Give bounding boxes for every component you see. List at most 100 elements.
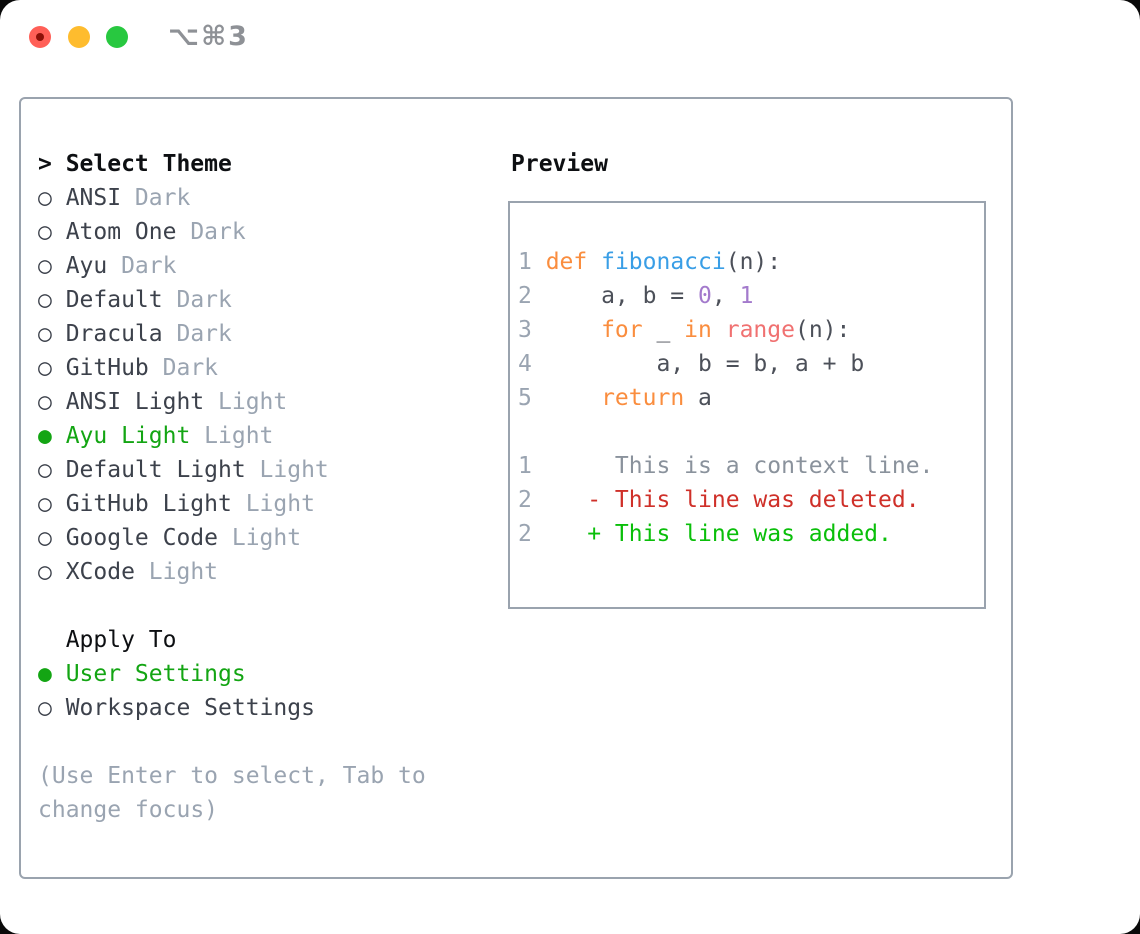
- radio-unselected-icon: ○: [38, 695, 52, 721]
- theme-item-label: ANSI: [65, 185, 122, 211]
- preview-title: Preview: [511, 151, 608, 177]
- code-token: a: [684, 385, 712, 411]
- theme-item[interactable]: ○ ANSI Dark: [38, 181, 500, 215]
- radio-unselected-icon: ○: [38, 457, 52, 483]
- close-button[interactable]: [29, 26, 51, 48]
- theme-variant-tag: Dark: [190, 219, 246, 245]
- line-number: 4: [518, 351, 532, 377]
- code-line: 2 a, b = 0, 1: [518, 279, 984, 313]
- radio-unselected-icon: ○: [38, 525, 52, 551]
- code-token: fibonacci: [601, 249, 726, 275]
- radio-unselected-icon: ○: [38, 287, 52, 313]
- radio-unselected-icon: ○: [38, 491, 52, 517]
- diff-line-context: 1 This is a context line.: [518, 449, 984, 483]
- theme-item-label: XCode: [65, 559, 135, 585]
- theme-item-label: Default Light: [65, 457, 246, 483]
- diff-text: + This line was added.: [545, 521, 892, 547]
- code-token: [587, 249, 601, 275]
- theme-variant-tag: Dark: [176, 287, 232, 313]
- theme-item[interactable]: ○ Default Light Light: [38, 453, 500, 487]
- theme-item[interactable]: ○ GitHub Light Light: [38, 487, 500, 521]
- diff-text: This is a context line.: [545, 453, 934, 479]
- diff-preview: 1 This is a context line.2 - This line w…: [518, 449, 984, 551]
- line-number: 2: [518, 283, 532, 309]
- code-token: for: [601, 317, 643, 343]
- hint-text: (Use Enter to select, Tab to change focu…: [38, 763, 426, 823]
- line-number: 2: [518, 487, 532, 513]
- theme-item-label: ANSI Light: [65, 389, 205, 415]
- radio-unselected-icon: ○: [38, 253, 52, 279]
- code-token: 1: [739, 283, 754, 309]
- theme-variant-tag: Dark: [176, 321, 232, 347]
- code-token: [546, 317, 601, 343]
- theme-item-label: Ayu Light: [65, 423, 191, 449]
- theme-item[interactable]: ● Ayu Light Light: [38, 419, 500, 453]
- code-token: in: [684, 317, 712, 343]
- radio-selected-icon: ●: [38, 661, 52, 687]
- theme-list-header-label: Select Theme: [65, 151, 232, 177]
- line-number: 5: [518, 385, 532, 411]
- code-token: 0: [698, 283, 712, 309]
- code-token: range: [725, 317, 795, 343]
- titlebar: ⌥⌘3: [0, 0, 1140, 97]
- theme-item[interactable]: ○ Ayu Dark: [38, 249, 500, 283]
- theme-variant-tag: Light: [204, 423, 274, 449]
- line-number: 2: [518, 521, 532, 547]
- line-number: 1: [518, 249, 532, 275]
- theme-variant-tag: Light: [218, 389, 288, 415]
- apply-to-list: ● User Settings ○Workspace Settings: [38, 657, 500, 725]
- code-token: [712, 317, 726, 343]
- diff-line-deleted: 2 - This line was deleted.: [518, 483, 984, 517]
- code-token: return: [601, 385, 685, 411]
- radio-unselected-icon: ○: [38, 219, 52, 245]
- theme-item[interactable]: ○ Atom One Dark: [38, 215, 500, 249]
- theme-item-label: Dracula: [65, 321, 163, 347]
- code-token: def: [545, 249, 588, 275]
- theme-item-label: Ayu: [65, 253, 108, 279]
- theme-variant-tag: Light: [148, 559, 219, 585]
- theme-item-label: GitHub Light: [65, 491, 232, 517]
- code-line: 3 for _ in range(n):: [518, 313, 984, 347]
- theme-variant-tag: Light: [231, 525, 302, 551]
- theme-variant-tag: Light: [245, 491, 315, 517]
- theme-variant-tag: Dark: [162, 355, 219, 381]
- code-token: _: [642, 317, 685, 343]
- radio-unselected-icon: ○: [38, 185, 52, 211]
- theme-variant-tag: Dark: [121, 253, 177, 279]
- minimize-button[interactable]: [68, 26, 90, 48]
- apply-to-header: Apply To: [38, 623, 500, 657]
- apply-to-item[interactable]: ○Workspace Settings: [38, 691, 500, 725]
- theme-item[interactable]: ○ Google Code Light: [38, 521, 500, 555]
- apply-to-item[interactable]: ● User Settings: [38, 657, 500, 691]
- radio-unselected-icon: ○: [38, 355, 52, 381]
- apply-to-item-label: User Settings: [65, 661, 246, 687]
- diff-text: - This line was deleted.: [545, 487, 920, 513]
- zoom-button[interactable]: [106, 26, 128, 48]
- code-token: (n):: [794, 317, 851, 343]
- diff-line-added: 2 + This line was added.: [518, 517, 984, 551]
- window-title: ⌥⌘3: [168, 21, 249, 52]
- line-number: 1: [518, 453, 532, 479]
- focus-caret-icon: >: [38, 151, 52, 177]
- spacer: [38, 589, 500, 623]
- code-token: a, b =: [545, 283, 699, 309]
- theme-item-label: Atom One: [65, 219, 177, 245]
- theme-item-label: Google Code: [65, 525, 219, 551]
- theme-variant-tag: Light: [259, 457, 329, 483]
- code-token: [546, 385, 601, 411]
- radio-selected-icon: ●: [38, 423, 52, 449]
- theme-variant-tag: Dark: [134, 185, 191, 211]
